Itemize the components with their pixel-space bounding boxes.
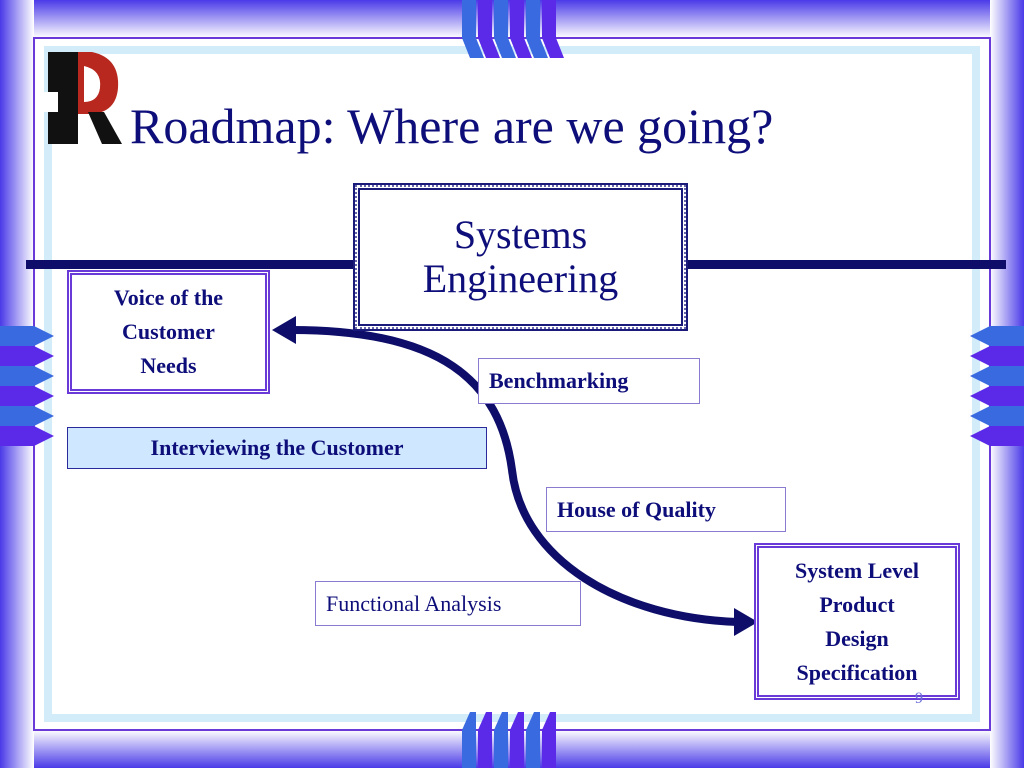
functional-analysis-label: Functional Analysis — [326, 590, 502, 616]
interviewing-customer-box: Interviewing the Customer — [67, 427, 487, 469]
voice-of-customer-line-1: Voice of the — [113, 285, 224, 310]
benchmarking-box: Benchmarking — [478, 358, 700, 404]
system-level-pds-line-2: Product — [819, 591, 895, 617]
systems-engineering-line-2: Engineering — [422, 256, 619, 301]
top-ribbon-decoration — [462, 0, 564, 58]
right-ribbon-decoration — [970, 326, 1024, 446]
left-divider-bar — [26, 260, 356, 269]
systems-engineering-line-1: Systems — [453, 212, 588, 257]
page-number: 9 — [915, 690, 923, 707]
voice-of-customer-line-3: Needs — [140, 353, 197, 378]
systems-engineering-box: Systems Engineering — [353, 183, 688, 331]
functional-analysis-box: Functional Analysis — [315, 581, 581, 626]
system-level-pds-line-3: Design — [825, 625, 889, 651]
right-divider-bar — [688, 260, 1006, 269]
left-ribbon-decoration — [0, 326, 54, 446]
system-level-pds-box: System Level Product Design Specificatio… — [754, 543, 960, 700]
voice-of-customer-box: Voice of the Customer Needs — [67, 270, 270, 394]
slide-title: Roadmap: Where are we going? — [130, 98, 774, 154]
system-level-pds-line-1: System Level — [794, 557, 920, 583]
system-level-pds-line-4: Specification — [796, 659, 918, 685]
interviewing-customer-label: Interviewing the Customer — [150, 435, 404, 460]
r-logo-icon — [44, 52, 122, 144]
benchmarking-label: Benchmarking — [489, 368, 629, 393]
house-of-quality-box: House of Quality — [546, 487, 786, 532]
flow-arrow — [272, 316, 758, 636]
house-of-quality-label: House of Quality — [557, 496, 716, 522]
bottom-ribbon-decoration — [462, 712, 556, 768]
voice-of-customer-line-2: Customer — [122, 319, 215, 344]
